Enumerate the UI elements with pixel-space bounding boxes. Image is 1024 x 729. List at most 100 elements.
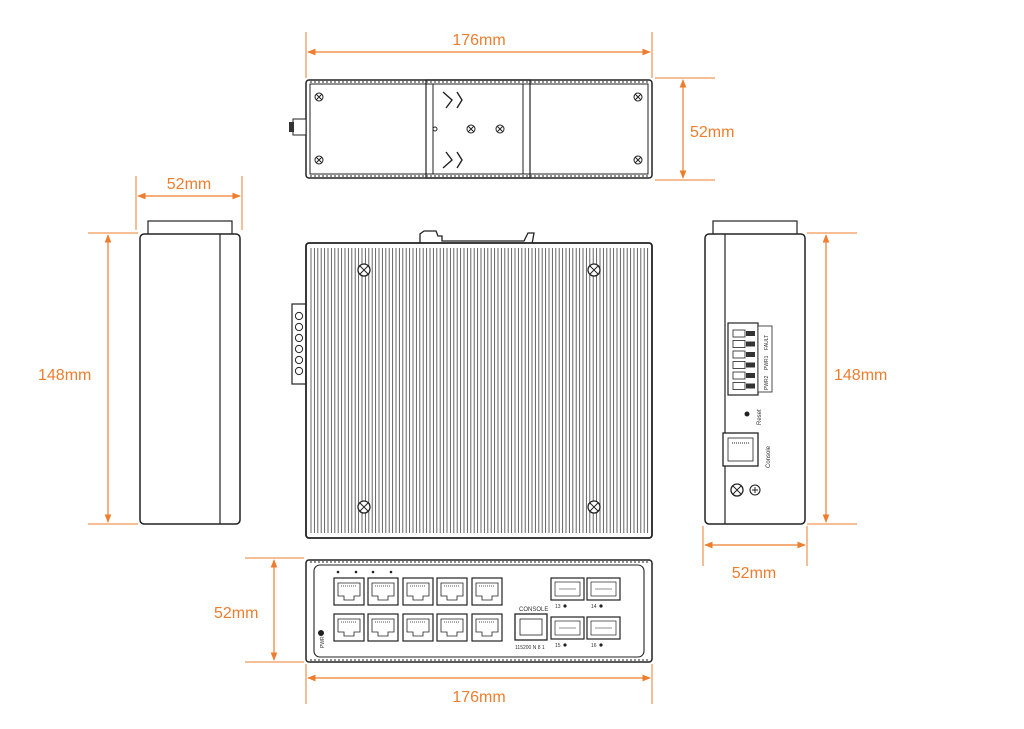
dim-right-width: 52mm — [702, 526, 808, 582]
terminal-block-pins — [732, 329, 755, 390]
svg-text:148mm: 148mm — [834, 367, 887, 384]
side-terminal-hole — [294, 366, 304, 376]
rj45-port — [436, 613, 468, 642]
rj45-port — [402, 613, 434, 642]
side-terminal-hole — [294, 344, 304, 354]
terminal-screw — [746, 362, 755, 368]
rj45-port — [402, 577, 434, 606]
side-terminal-hole — [294, 322, 304, 332]
terminal-pin — [732, 361, 746, 369]
rj45-port — [333, 613, 365, 642]
dim-bottom-width-value: 176 — [452, 689, 479, 706]
top-view-screw — [314, 92, 324, 102]
dim-top-width-unit: mm — [479, 32, 506, 49]
terminal-pin — [732, 340, 746, 348]
svg-text:176mm: 176mm — [452, 689, 505, 706]
port-led — [389, 570, 393, 574]
ground-icon — [749, 484, 761, 496]
dim-top-width-value: 176 — [452, 32, 479, 49]
left-side-view — [139, 220, 241, 525]
terminal-screw — [746, 341, 755, 347]
svg-text:52mm: 52mm — [167, 176, 211, 193]
top-view — [289, 79, 653, 179]
heatsink-fins — [310, 248, 649, 533]
dim-front-depth-value: 52 — [214, 605, 232, 622]
side-terminal-holes — [294, 311, 304, 376]
pwr-label: PWR — [320, 636, 326, 648]
terminal-screw — [746, 352, 755, 357]
svg-text:52mm: 52mm — [732, 565, 776, 582]
dim-right-height-value: 148 — [834, 367, 861, 384]
dim-top-depth: 52mm — [655, 77, 735, 181]
dim-bottom-width-unit: mm — [479, 689, 506, 706]
sfp-led — [563, 604, 567, 608]
side-terminal-hole — [294, 333, 304, 343]
rj45-port — [367, 613, 399, 642]
sfp-led — [599, 643, 603, 647]
port-led — [336, 570, 340, 574]
dim-front-depth: 52mm — [214, 557, 304, 663]
terminal-label-fault: FAULT — [764, 335, 770, 350]
rj45-port — [367, 577, 399, 606]
dim-left-height-unit: mm — [65, 367, 92, 384]
rj45-port — [471, 613, 503, 642]
sfp-led — [599, 604, 603, 608]
console-label-front: CONSOLE — [519, 607, 548, 613]
top-view-screw — [633, 155, 643, 165]
sfp-port-label: 13 — [555, 604, 561, 610]
console-label-side: Console — [766, 445, 772, 468]
console-baud-label: 115200 N 8 1 — [515, 645, 545, 651]
sfp-port: 16 — [586, 616, 621, 649]
terminal-screw — [746, 383, 755, 389]
heatsink-screw — [357, 263, 371, 277]
port-led — [371, 570, 375, 574]
svg-text:148mm: 148mm — [38, 367, 91, 384]
top-view-screw — [466, 124, 476, 134]
heatsink-screw — [357, 500, 371, 514]
dim-bottom-width: 176mm — [305, 664, 653, 706]
rj45-port — [333, 577, 365, 606]
rj45-port — [471, 577, 503, 606]
sfp-port: 14 — [586, 577, 621, 610]
terminal-screw — [746, 373, 755, 378]
dim-left-width-unit: mm — [185, 176, 212, 193]
sfp-port: 13 — [550, 577, 585, 610]
dim-top-depth-unit: mm — [708, 124, 735, 141]
svg-text:176mm: 176mm — [452, 32, 505, 49]
sfp-port: 15 — [550, 616, 585, 649]
dim-right-height: 148mm — [807, 232, 887, 525]
dim-right-width-unit: mm — [750, 565, 777, 582]
dim-right-width-value: 52 — [732, 565, 750, 582]
terminal-label-pwr2: PWR2 — [764, 375, 770, 390]
dim-front-depth-unit: mm — [232, 605, 259, 622]
dim-left-height: 148mm — [38, 232, 138, 525]
top-view-screw — [495, 124, 505, 134]
dim-left-height-value: 148 — [38, 367, 65, 384]
top-view-screw — [633, 92, 643, 102]
ground-screw — [730, 483, 744, 497]
terminal-label-pwr1: PWR1 — [764, 355, 770, 370]
terminal-pin — [732, 371, 746, 380]
terminal-pin — [732, 329, 746, 338]
top-view-screw — [314, 155, 324, 165]
terminal-screw — [746, 331, 755, 336]
reset-label: Reset — [757, 409, 763, 425]
pwr-led — [318, 630, 324, 636]
side-terminal-hole — [294, 355, 304, 365]
terminal-pin — [732, 382, 746, 390]
dim-left-width-value: 52 — [167, 176, 185, 193]
heatsink-screw — [587, 500, 601, 514]
svg-text:52mm: 52mm — [214, 605, 258, 622]
dim-left-width: 52mm — [135, 176, 243, 230]
dim-top-depth-value: 52 — [690, 124, 708, 141]
rj45-port — [436, 577, 468, 606]
dim-top-width: 176mm — [305, 32, 653, 78]
heatsink-view — [291, 230, 653, 539]
sfp-led — [563, 643, 567, 647]
right-side-view: PWR2 PWR1 FAULT Reset Console — [704, 220, 806, 525]
dim-right-height-unit: mm — [861, 367, 888, 384]
